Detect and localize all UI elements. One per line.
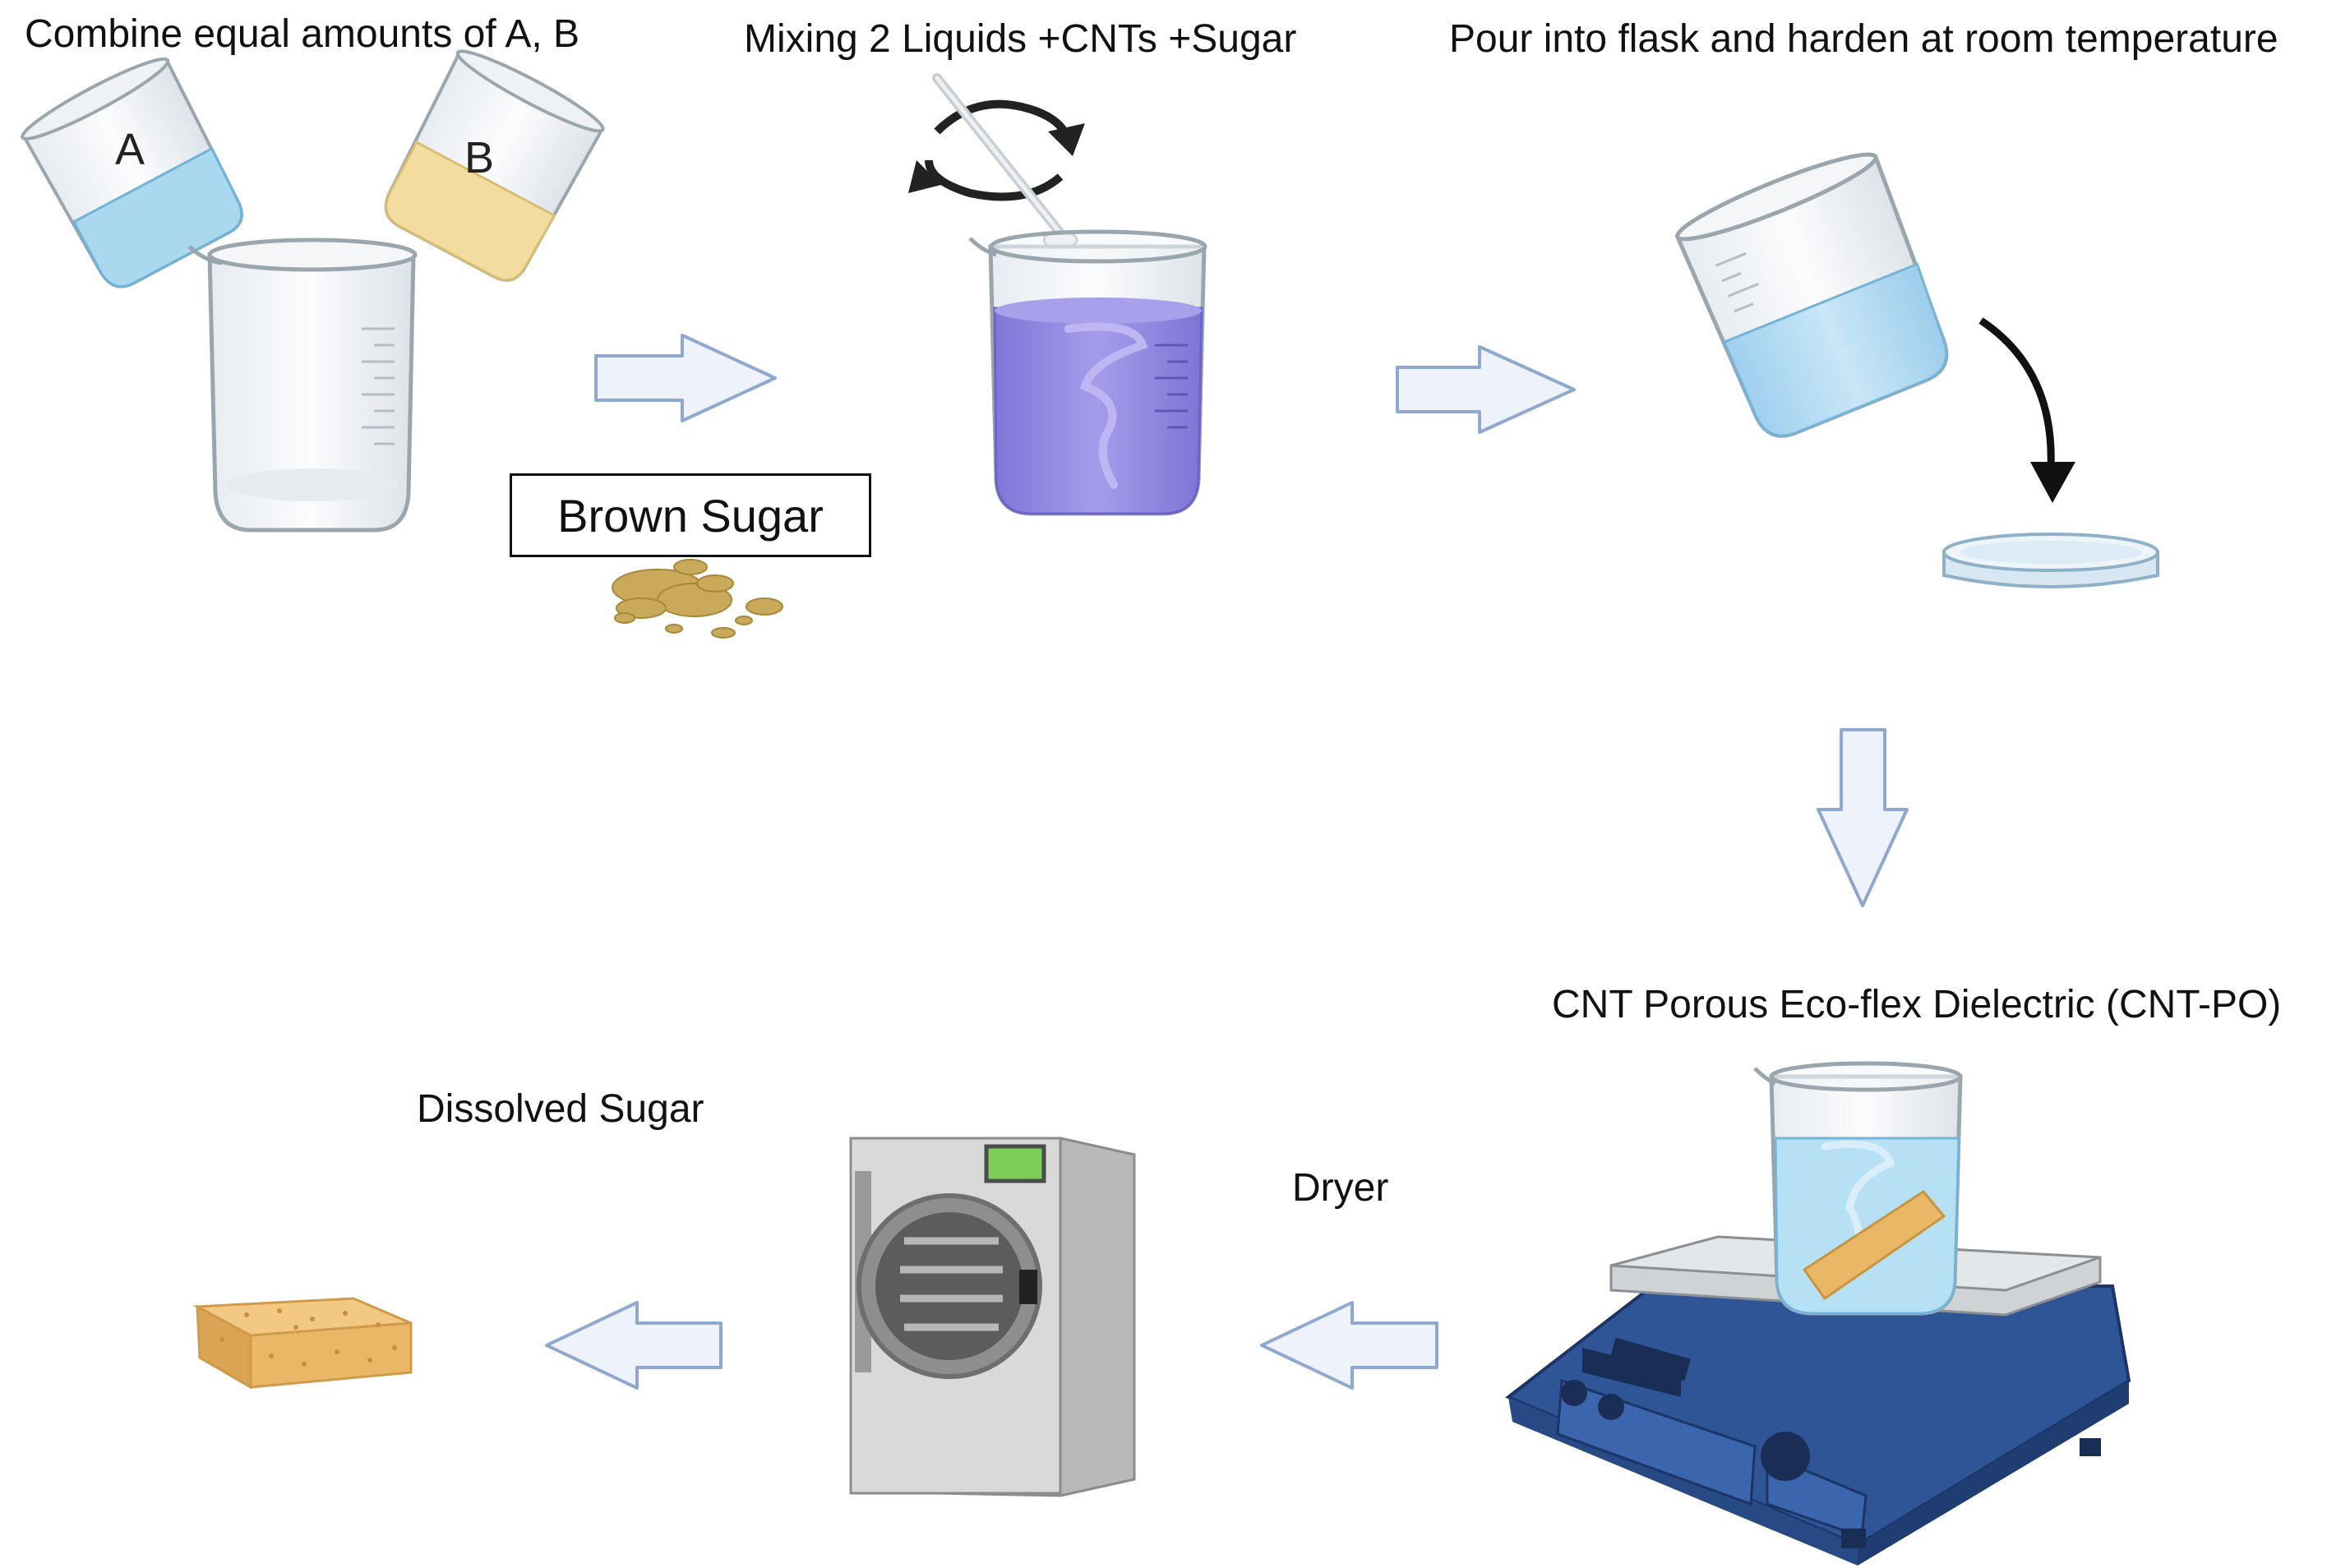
brown-sugar-label: Brown Sugar [557,489,824,542]
beaker-a-icon [21,57,243,288]
flow-arrow-icon [1817,728,1909,907]
beaker-b-letter: B [464,133,494,182]
pouring-beaker-icon [1674,152,1949,438]
sponge-icon [192,1297,413,1390]
step-mixing-label: Mixing 2 Liquids +CNTs +Sugar [744,17,1297,61]
pour-direction-arrow [1978,317,2055,469]
flow-arrow-icon [594,334,777,422]
empty-beaker-icon [187,238,418,533]
step-combine-label: Combine equal amounts of A, B [25,12,580,56]
brown-sugar-icon [612,559,783,639]
mixing-beaker-icon [968,229,1207,516]
step-pour-label: Pour into flask and harden at room tempe… [1449,17,2278,61]
step-cntpo-label: CNT Porous Eco-flex Dielectric (CNT-PO) [1552,983,2282,1026]
flow-arrow-icon [1260,1301,1438,1390]
beaker-a-letter: A [115,125,145,174]
flow-arrow-icon [1396,345,1576,434]
pour-direction-arrowhead [2030,462,2075,503]
step-dissolved-label: Dissolved Sugar [417,1087,704,1131]
freeze-dryer-icon [849,1137,1136,1497]
flow-arrow-icon [545,1301,723,1390]
petri-dish-icon [1942,533,2159,588]
beaker-b-icon [384,49,605,282]
brown-sugar-label-box: Brown Sugar [510,473,871,557]
step-dryer-label: Dryer [1292,1166,1389,1210]
cnt-po-beaker-icon [1753,1061,1963,1316]
